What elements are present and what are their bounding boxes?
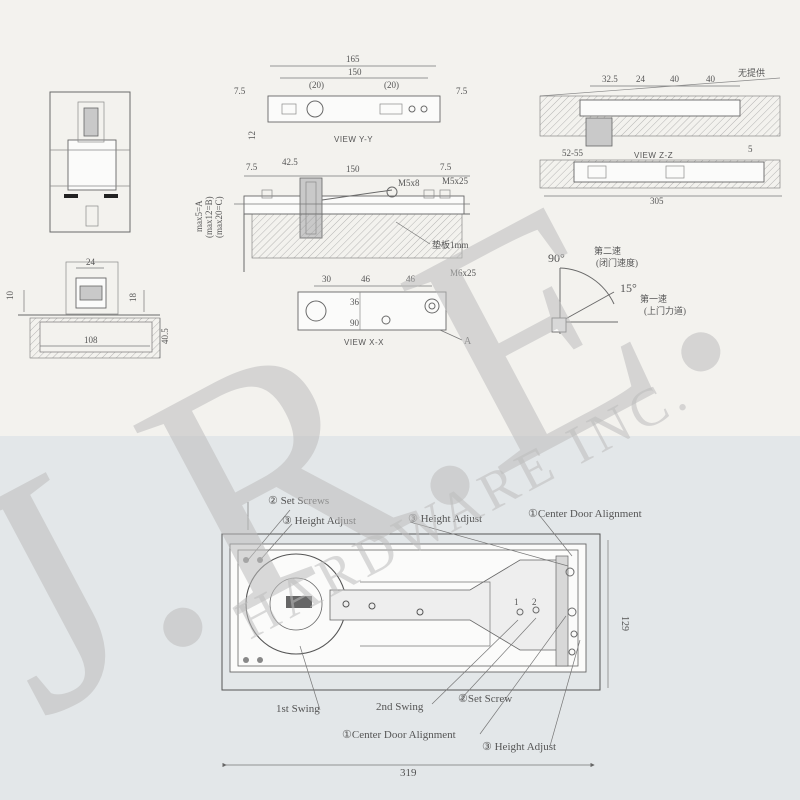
label-a: A	[464, 336, 472, 347]
dim-side-h2: 18	[128, 293, 138, 303]
dim-max-c: (max20=C)	[214, 196, 224, 238]
dim-zz-b: 24	[636, 74, 646, 84]
dim-yy-left-gap: (20)	[309, 80, 324, 90]
label-height-adjust-left: ③ Height Adjust	[282, 515, 356, 527]
dim-sec-right-end: 7.5	[440, 162, 452, 172]
swing-diagram: 90° 第二速 (闭门速度) 15° 第一速 (上门力道)	[548, 245, 686, 334]
dim-sec-screw-b: M5x25	[442, 176, 469, 186]
dim-yy-left-end: 7.5	[234, 86, 246, 96]
dim-xx-b: 46	[361, 274, 371, 284]
dim-max-a: max5=A	[194, 200, 204, 232]
view-xx-title: VIEW X-X	[344, 338, 384, 347]
view-yy: 165 150 (20) (20) 7.5 7.5 12 VIEW Y-Y	[234, 54, 468, 144]
dim-yy-overall: 165	[346, 54, 360, 64]
swing-note-2b: (上门力道)	[644, 305, 686, 316]
dim-zz-length: 305	[650, 196, 664, 206]
marker-2: 2	[532, 597, 537, 607]
label-first-swing: 1st Swing	[276, 703, 320, 715]
swing-note-1b: (闭门速度)	[596, 257, 638, 268]
dim-zz-d: 40	[706, 74, 716, 84]
dim-sec-left-end: 7.5	[246, 162, 258, 172]
marker-1: 1	[514, 597, 519, 607]
label-second-swing: 2nd Swing	[376, 701, 424, 713]
dim-zz-five: 5	[748, 144, 753, 154]
front-view	[49, 91, 131, 233]
swing-angle-15: 15°	[620, 281, 637, 295]
watermark-monogram: J.R.E.	[0, 87, 778, 784]
dim-yy-right-end: 7.5	[456, 86, 468, 96]
dim-side-width: 24	[86, 257, 96, 267]
dim-max-b: (max12=B)	[204, 196, 214, 238]
zz-note: 无提供	[738, 67, 765, 78]
dim-zz-a: 32.5	[602, 74, 618, 84]
dim-side-base: 108	[84, 335, 98, 345]
swing-note-1a: 第二速	[594, 245, 621, 256]
dim-xx-c: 46	[406, 274, 416, 284]
dim-xx-bolt: M6x25	[450, 268, 477, 278]
dim-sec-screw-a: M5x8	[398, 178, 420, 188]
label-set-screws: ② Set Screws	[268, 495, 329, 507]
dim-xx-angle-b: 90	[350, 318, 360, 328]
dim-zz-c: 40	[670, 74, 680, 84]
view-yy-title: VIEW Y-Y	[334, 135, 373, 144]
floor-spring-diagram: 1 2 129 319	[221, 502, 630, 779]
side-view: 24 10 18 108 40.5	[5, 257, 170, 359]
watermark-logo: J.R.E. HARDWARE INC.	[0, 87, 778, 784]
dim-height: 129	[619, 616, 630, 631]
dim-side-h1: 10	[5, 291, 15, 301]
label-center-align-bottom: ①Center Door Alignment	[342, 729, 456, 741]
label-center-align-top: ①Center Door Alignment	[528, 508, 642, 520]
swing-note-2a: 第一速	[640, 293, 667, 304]
dim-width: 319	[400, 767, 417, 779]
dim-sec-length: 150	[346, 164, 360, 174]
dim-side-depth: 40.5	[160, 328, 170, 344]
label-height-adjust-bottom: ③ Height Adjust	[482, 741, 556, 753]
dim-yy-right-gap: (20)	[384, 80, 399, 90]
section-view: max5=A (max12=B) (max20=C) 7.5 42.5 150 …	[194, 157, 470, 272]
dim-yy-inner: 150	[348, 67, 362, 77]
dim-xx-a: 30	[322, 274, 332, 284]
dim-zz-gap: 52-55	[562, 148, 583, 158]
dim-yy-height: 12	[247, 131, 257, 140]
label-height-adjust-mid: ③ Height Adjust	[408, 513, 482, 525]
view-zz-title: VIEW Z-Z	[634, 151, 673, 160]
label-set-screw: ②Set Screw	[458, 693, 512, 705]
dim-sec-step: 42.5	[282, 157, 298, 167]
dim-xx-angle-a: 36	[350, 297, 360, 307]
dim-sec-plate: 垫板1mm	[432, 239, 469, 250]
view-zz: 32.5 24 40 40 无提供 VIEW Z-Z 52-55 5 305	[539, 67, 782, 206]
swing-angle-90: 90°	[548, 251, 565, 265]
view-xx: 30 46 46 M6x25 36 90 VIEW X-X A	[297, 268, 477, 347]
